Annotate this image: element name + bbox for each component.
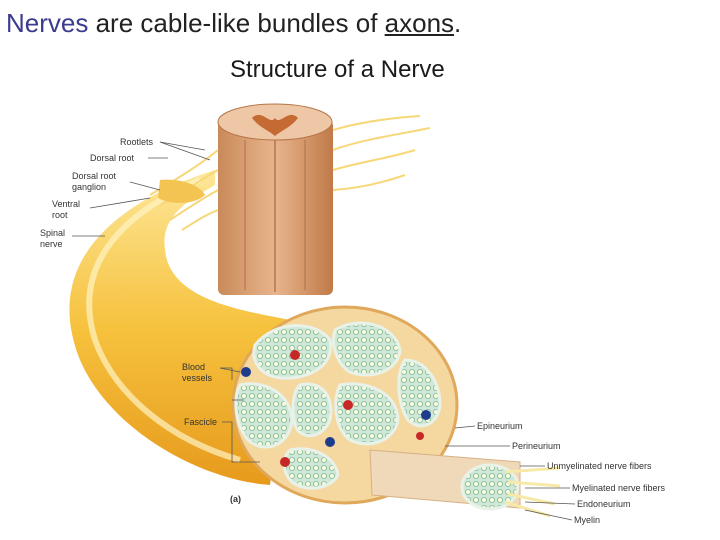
label-dorsal-root: Dorsal root: [90, 153, 135, 163]
label-endoneurium: Endoneurium: [577, 499, 631, 509]
label-blood-vessels: Blood: [182, 362, 205, 372]
label-spinal-nerve-2: nerve: [40, 239, 63, 249]
label-ventral-root-2: root: [52, 210, 68, 220]
label-unmyelinated-fibers: Unmyelinated nerve fibers: [547, 461, 652, 471]
spinal-cord-segment: [218, 104, 333, 295]
panel-letter: (a): [230, 494, 241, 504]
extended-fascicle: [370, 450, 560, 516]
label-spinal-nerve: Spinal: [40, 228, 65, 238]
label-blood-vessels-2: vessels: [182, 373, 213, 383]
label-ventral-root: Ventral: [52, 199, 80, 209]
label-perineurium: Perineurium: [512, 441, 561, 451]
label-dorsal-root-ganglion-2: ganglion: [72, 182, 106, 192]
label-myelinated-fibers: Myelinated nerve fibers: [572, 483, 666, 493]
label-fascicle: Fascicle: [184, 417, 217, 427]
label-rootlets: Rootlets: [120, 137, 154, 147]
label-myelin: Myelin: [574, 515, 600, 525]
label-epineurium: Epineurium: [477, 421, 523, 431]
label-dorsal-root-ganglion: Dorsal root: [72, 171, 117, 181]
